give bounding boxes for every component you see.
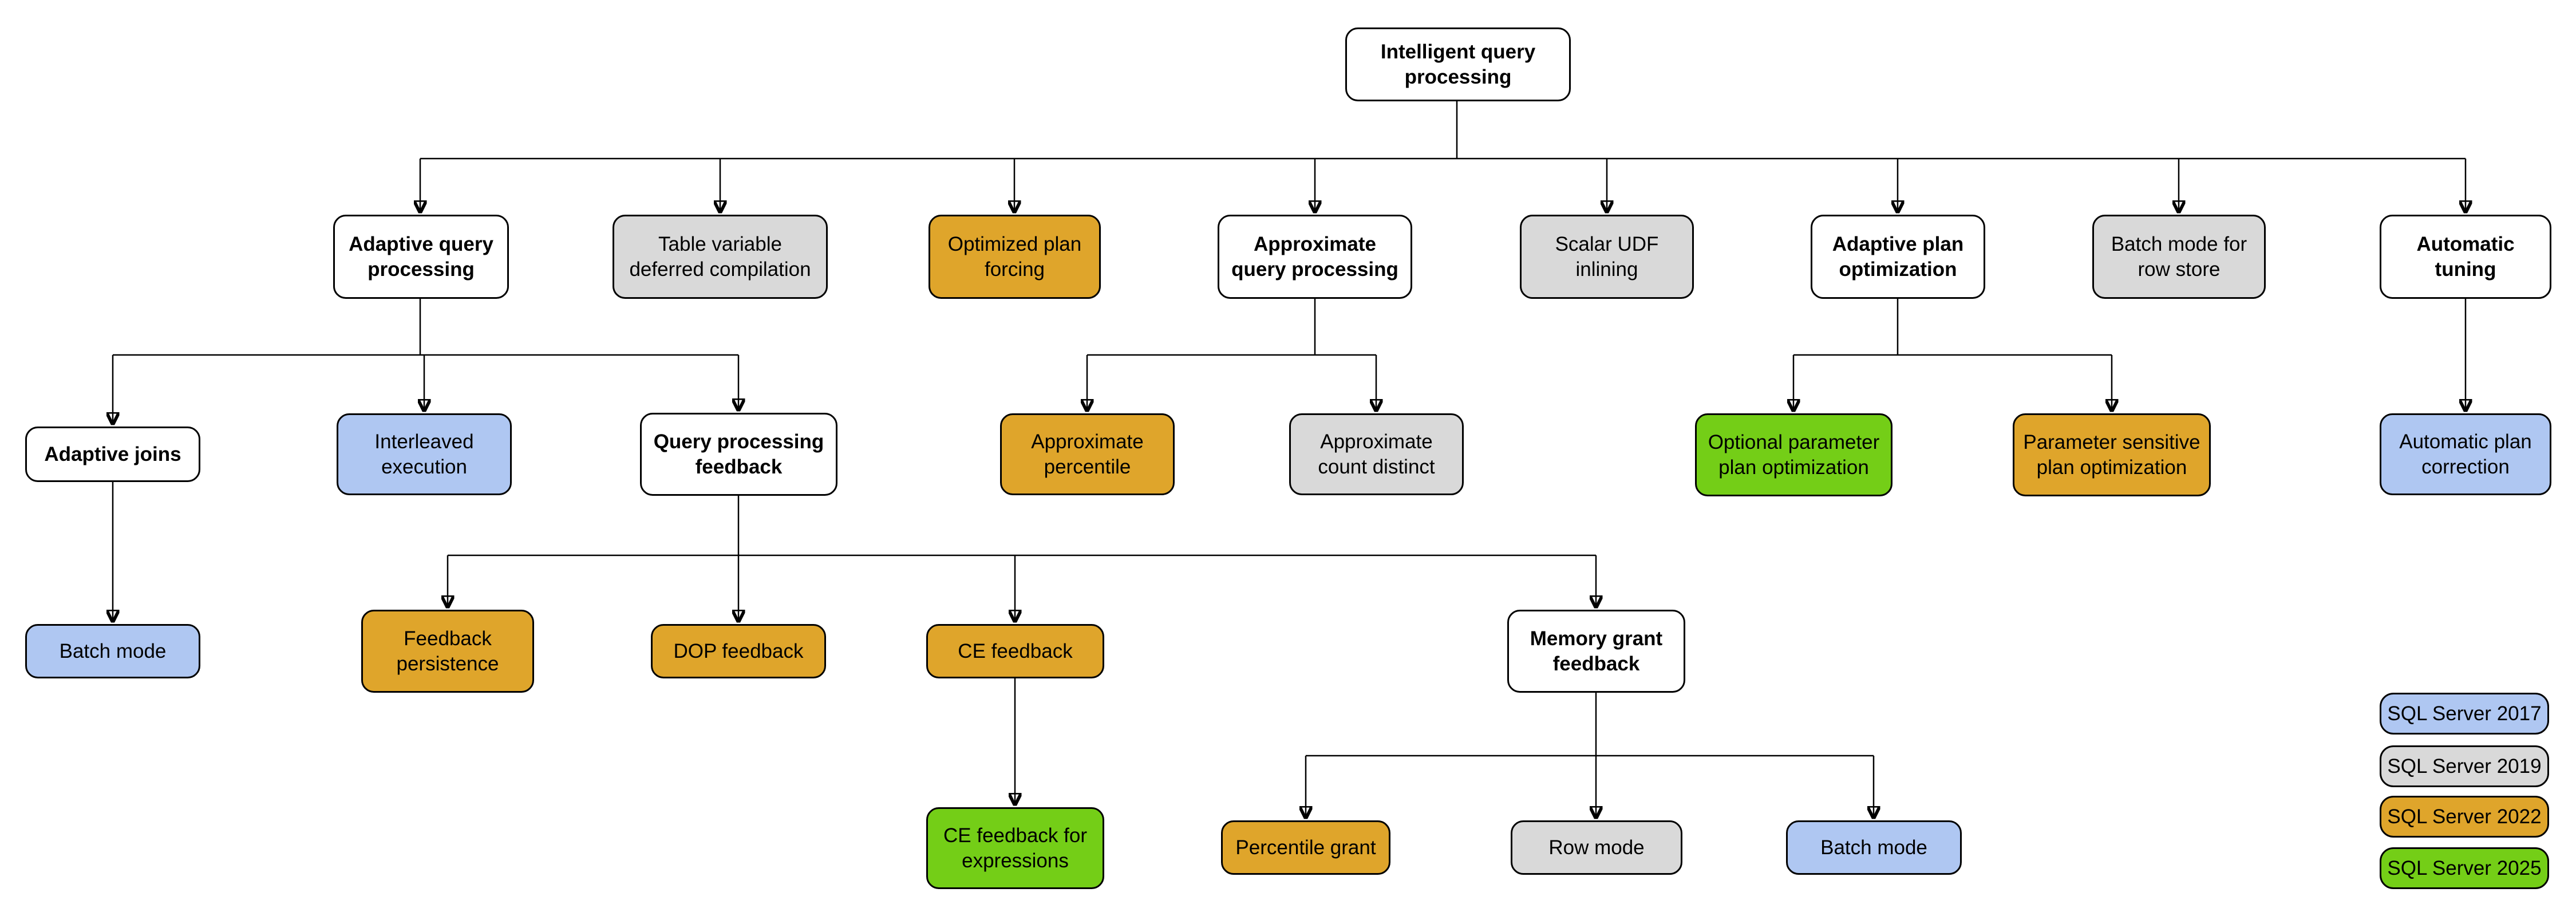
node-automatic-tuning: Automatic tuning: [2380, 215, 2551, 299]
node-parameter-sensitive-plan-optimization: Parameter sensitive plan optimization: [2013, 413, 2211, 496]
node-batch-mode-adaptive-joins: Batch mode: [25, 624, 200, 678]
node-interleaved-execution: Interleaved execution: [337, 413, 512, 495]
node-dop-feedback: DOP feedback: [651, 624, 826, 678]
edges-query-processing-feedback: [448, 496, 1596, 621]
node-optimized-plan-forcing: Optimized plan forcing: [929, 215, 1101, 299]
node-ce-feedback: CE feedback: [926, 624, 1104, 678]
node-memory-grant-feedback: Memory grant feedback: [1507, 610, 1685, 693]
edges-adaptive-query-processing: [113, 299, 738, 424]
node-optional-parameter-plan-optimization: Optional parameter plan optimization: [1695, 413, 1893, 496]
node-approximate-count-distinct: Approximate count distinct: [1289, 413, 1464, 495]
node-query-processing-feedback: Query processing feedback: [640, 413, 837, 496]
node-automatic-plan-correction: Automatic plan correction: [2380, 413, 2551, 495]
node-approximate-percentile: Approximate percentile: [1000, 413, 1175, 495]
legend-sql-server-2025: SQL Server 2025: [2380, 847, 2549, 889]
node-adaptive-plan-optimization: Adaptive plan optimization: [1811, 215, 1985, 299]
node-batch-mode-for-row-store: Batch mode for row store: [2092, 215, 2266, 299]
node-scalar-udf-inlining: Scalar UDF inlining: [1520, 215, 1694, 299]
node-table-variable-deferred-compilation: Table variable deferred compilation: [613, 215, 828, 299]
edges-root: [420, 101, 2466, 212]
node-batch-mode-memory-grant: Batch mode: [1786, 820, 1962, 875]
edges-adaptive-plan-optimization: [1793, 299, 2112, 410]
node-adaptive-query-processing: Adaptive query processing: [333, 215, 509, 299]
node-approximate-query-processing: Approximate query processing: [1218, 215, 1412, 299]
edges-approximate-query-processing: [1087, 299, 1376, 410]
node-feedback-persistence: Feedback persistence: [361, 610, 534, 693]
node-ce-feedback-for-expressions: CE feedback for expressions: [926, 807, 1104, 889]
node-intelligent-query-processing: Intelligent query processing: [1345, 27, 1571, 101]
legend-sql-server-2019: SQL Server 2019: [2380, 745, 2549, 787]
edges-memory-grant-feedback: [1306, 693, 1874, 818]
node-row-mode: Row mode: [1511, 820, 1682, 875]
node-adaptive-joins: Adaptive joins: [25, 427, 200, 482]
legend-sql-server-2022: SQL Server 2022: [2380, 796, 2549, 838]
legend-sql-server-2017: SQL Server 2017: [2380, 693, 2549, 735]
node-percentile-grant: Percentile grant: [1221, 820, 1390, 875]
